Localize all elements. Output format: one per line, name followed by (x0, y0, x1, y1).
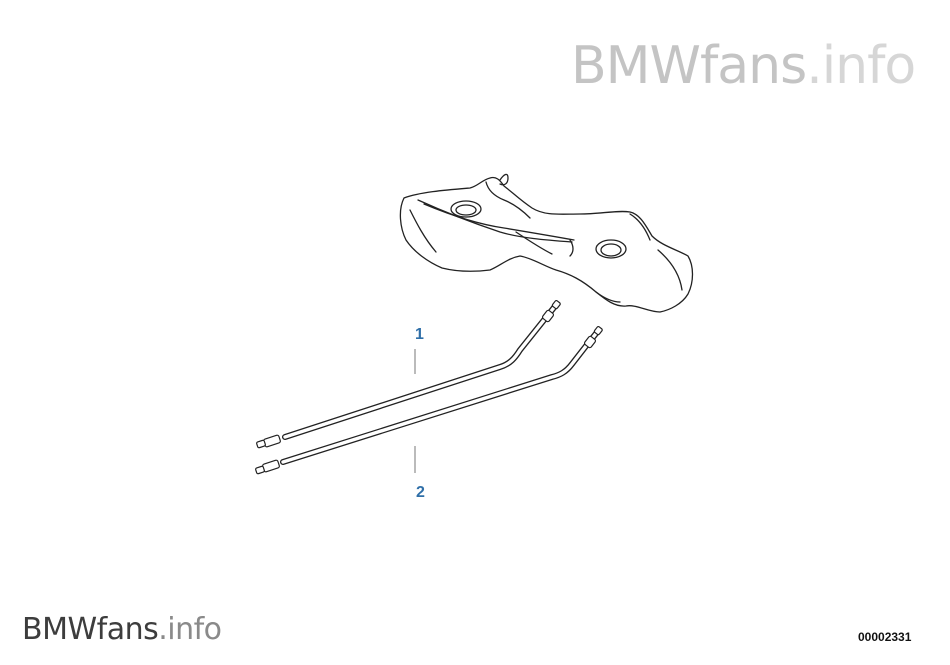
watermark-tld: .info (806, 36, 916, 96)
fuel-pipe-2 (280, 328, 601, 465)
watermark-logo-top: BMWfans.info (571, 40, 916, 92)
watermark-logo-bottom: BMWfans.info (22, 615, 222, 645)
callout-2[interactable]: 2 (416, 484, 425, 501)
diagram-id: 00002331 (858, 630, 912, 644)
pipe-2-fittings (255, 326, 603, 475)
fuel-tank-illustration (399, 173, 694, 313)
watermark-brand-bottom: BMWfans (22, 612, 159, 647)
fuel-pipe-1 (282, 302, 559, 440)
watermark-brand: BMWfans (571, 36, 807, 96)
callout-1[interactable]: 1 (415, 326, 424, 343)
watermark-tld-bottom: .info (158, 612, 222, 647)
pipe-1-fittings (256, 300, 561, 449)
